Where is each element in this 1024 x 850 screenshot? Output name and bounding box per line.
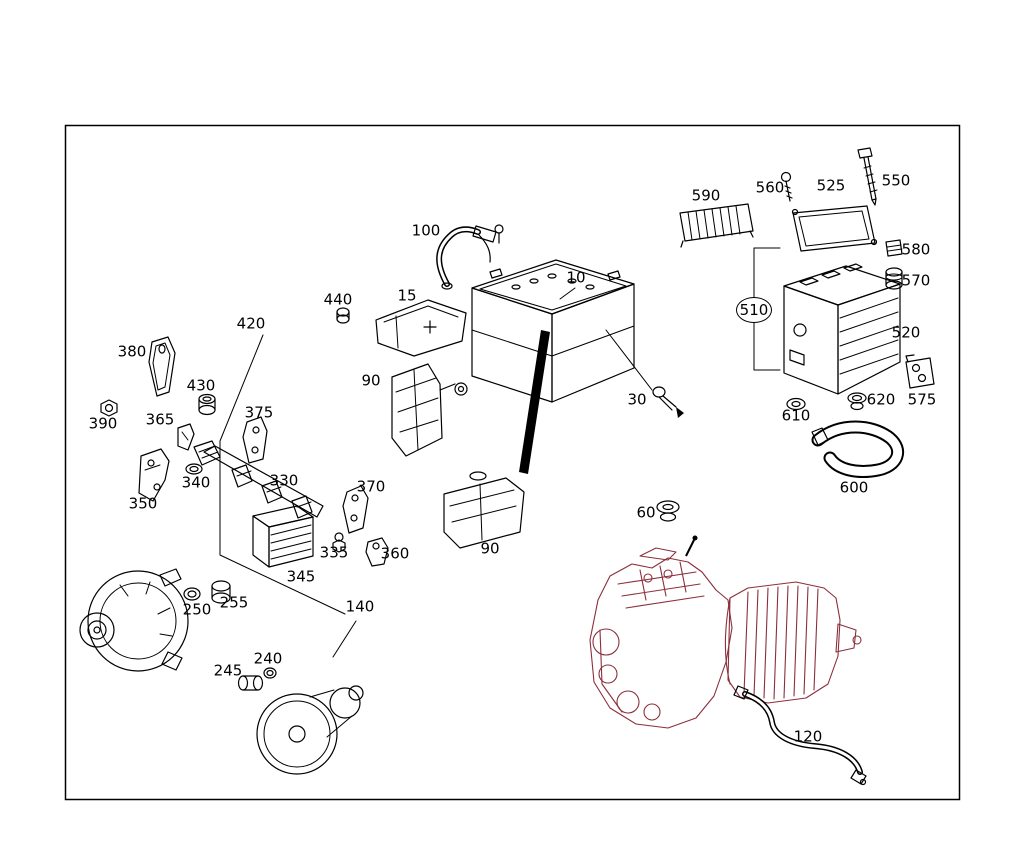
callout-590[interactable]: 590	[691, 186, 721, 205]
ring-240-illustration	[263, 667, 277, 679]
fuse-bracket-590-illustration	[679, 203, 754, 248]
starter-motor-140-illustration	[256, 685, 364, 775]
bracket-370-illustration	[342, 485, 369, 534]
battery-10-illustration	[471, 259, 635, 403]
callout-15[interactable]: 15	[397, 286, 417, 305]
callout-370[interactable]: 370	[356, 477, 386, 496]
callout-375[interactable]: 375	[244, 403, 274, 422]
alternator-illustration	[79, 568, 189, 672]
bolt-30-illustration	[652, 386, 684, 418]
callout-10[interactable]: 10	[566, 268, 586, 287]
hose-600-illustration	[811, 420, 905, 478]
ground-strap-120-illustration	[733, 685, 867, 786]
callout-510[interactable]: 510	[736, 297, 772, 323]
cable-bracket-90a-illustration	[391, 363, 468, 457]
nut-430-illustration	[198, 393, 216, 416]
callout-330[interactable]: 330	[269, 471, 299, 490]
callout-30[interactable]: 30	[627, 390, 647, 409]
stud-335-illustration	[332, 532, 346, 553]
nut-440-illustration	[336, 307, 350, 324]
callout-100[interactable]: 100	[411, 221, 441, 240]
callout-245[interactable]: 245	[213, 661, 243, 680]
callout-360[interactable]: 360	[380, 544, 410, 563]
power-module-520-illustration	[783, 263, 901, 395]
callout-560[interactable]: 560	[755, 178, 785, 197]
washer-340-illustration	[185, 463, 203, 475]
callout-390[interactable]: 390	[88, 414, 118, 433]
callout-240[interactable]: 240	[253, 649, 283, 668]
nut-390-illustration	[100, 399, 118, 417]
callout-250[interactable]: 250	[182, 600, 212, 619]
callout-570[interactable]: 570	[901, 271, 931, 290]
callout-430[interactable]: 430	[186, 376, 216, 395]
callout-335[interactable]: 335	[319, 543, 349, 562]
mount-block-575-illustration	[905, 354, 935, 389]
diagram-border	[64, 124, 961, 801]
callout-140[interactable]: 140	[345, 597, 375, 616]
bolt-550-illustration	[857, 147, 878, 206]
callout-575[interactable]: 575	[907, 390, 937, 409]
clip-360-illustration	[365, 537, 389, 567]
callout-440[interactable]: 440	[323, 290, 353, 309]
callout-350[interactable]: 350	[128, 494, 158, 513]
battery-cover-15-illustration	[375, 299, 467, 357]
knob-610-illustration	[786, 397, 806, 411]
bracket-350-illustration	[138, 448, 170, 502]
wiring-harness-330-illustration	[193, 440, 324, 519]
battery-terminal-cable-100-illustration	[436, 224, 504, 290]
sleeve-570-illustration	[885, 267, 903, 290]
cable-bracket-90b-illustration	[443, 471, 525, 549]
callout-90b[interactable]: 90	[480, 539, 500, 558]
bracket-375-illustration	[242, 416, 268, 464]
callout-600[interactable]: 600	[839, 478, 869, 497]
bushing-250-illustration	[183, 587, 201, 601]
grommet-60-illustration	[656, 500, 680, 522]
cap-580-illustration	[885, 239, 903, 257]
callout-90a[interactable]: 90	[361, 371, 381, 390]
callout-620[interactable]: 620	[866, 390, 896, 409]
callout-255[interactable]: 255	[219, 593, 249, 612]
callout-520[interactable]: 520	[891, 323, 921, 342]
sleeve-245-illustration	[237, 675, 264, 691]
module-345-illustration	[252, 505, 314, 568]
callout-340[interactable]: 340	[181, 473, 211, 492]
callout-345[interactable]: 345	[286, 567, 316, 586]
battery-ground-cable-illustration	[519, 330, 550, 474]
sleeve-255-illustration	[211, 580, 231, 604]
callout-610[interactable]: 610	[781, 406, 811, 425]
grommet-620-illustration	[847, 392, 867, 411]
callout-120[interactable]: 120	[793, 727, 823, 746]
callout-550[interactable]: 550	[881, 171, 911, 190]
callout-525[interactable]: 525	[816, 176, 846, 195]
clip-365-illustration	[177, 423, 195, 451]
leader-lines	[219, 247, 781, 658]
screw-560-illustration	[780, 171, 793, 202]
control-unit-525-illustration	[791, 205, 878, 252]
engine-transmission-illustration	[589, 535, 862, 729]
strap-380-illustration	[148, 336, 176, 397]
callout-420[interactable]: 420	[236, 314, 266, 333]
callout-60[interactable]: 60	[636, 503, 656, 522]
callout-580[interactable]: 580	[901, 240, 931, 259]
callout-365[interactable]: 365	[145, 410, 175, 429]
callout-380[interactable]: 380	[117, 342, 147, 361]
